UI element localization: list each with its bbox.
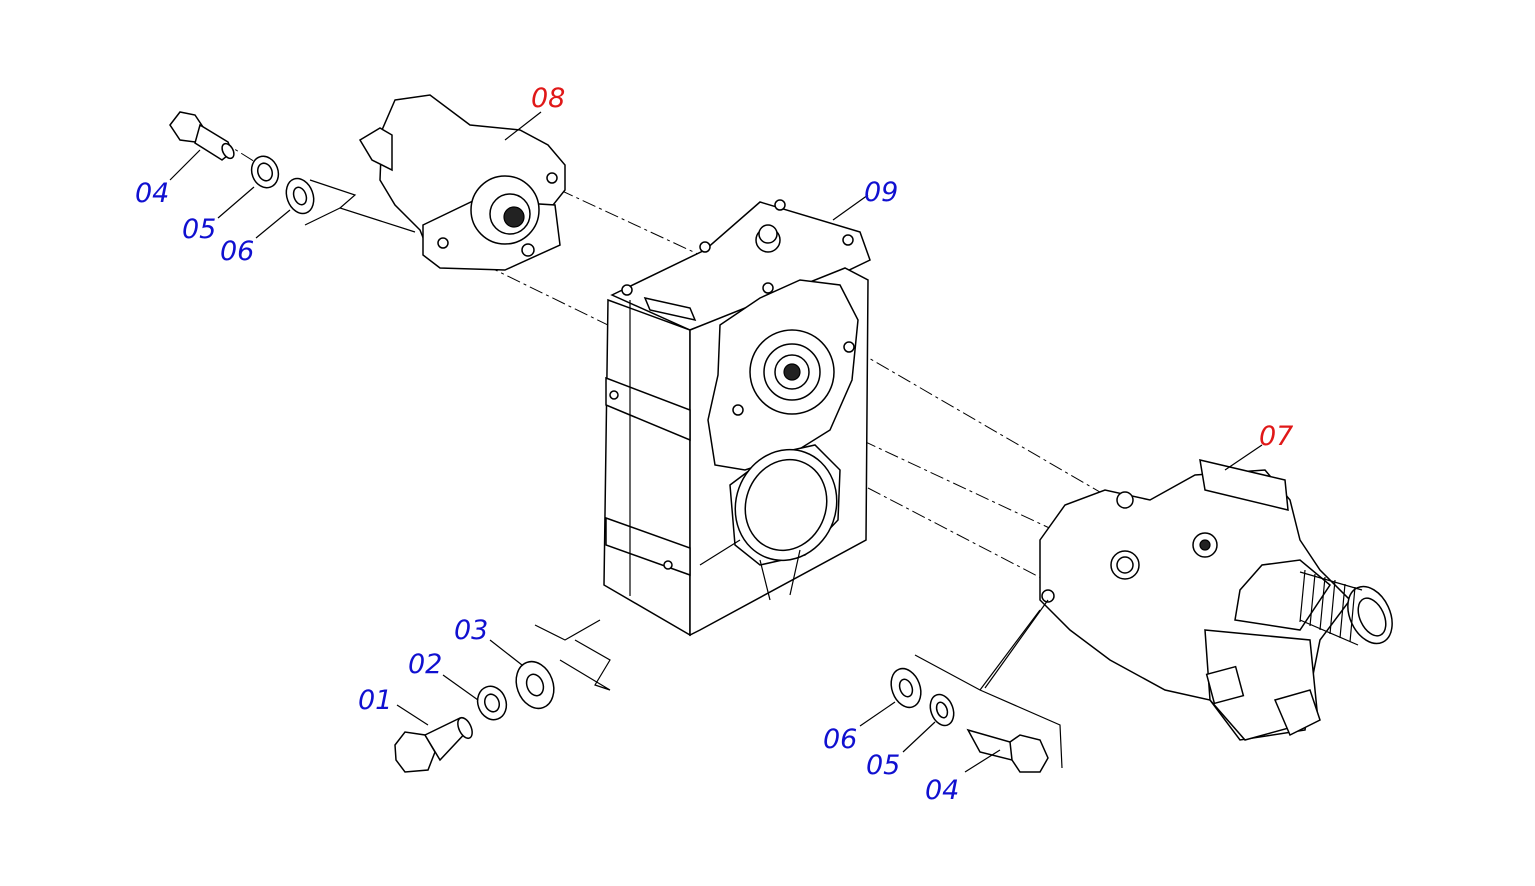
ribbing [1299, 569, 1356, 643]
washer-05-upper [250, 155, 280, 189]
gearbox-housing [603, 199, 871, 637]
piston-pump-07 [1039, 459, 1393, 741]
washer-03 [515, 660, 555, 710]
part-labels: 08 04 05 06 09 07 03 02 01 06 05 04 [135, 83, 1293, 806]
label-02: 02 [408, 649, 442, 680]
washer-05-lower [929, 693, 955, 727]
gear-pump-08 [358, 94, 566, 271]
washer-06-lower [890, 667, 922, 709]
label-06-upper: 06 [220, 236, 254, 267]
label-09: 09 [864, 177, 898, 208]
washer-06-upper [285, 177, 315, 215]
label-01: 01 [358, 685, 392, 716]
label-05-lower: 05 [866, 750, 900, 781]
label-03: 03 [454, 615, 488, 646]
bolt-01 [394, 716, 473, 773]
label-07: 07 [1259, 421, 1293, 452]
label-08: 08 [531, 83, 565, 114]
label-06-lower: 06 [823, 724, 857, 755]
leader-lines [169, 111, 1263, 773]
bolt-04-upper [169, 111, 235, 161]
bolt-04-lower [966, 728, 1049, 773]
label-04-lower: 04 [925, 775, 959, 806]
label-04-upper: 04 [135, 178, 169, 209]
washer-02 [476, 685, 508, 721]
label-05-upper: 05 [182, 214, 216, 245]
